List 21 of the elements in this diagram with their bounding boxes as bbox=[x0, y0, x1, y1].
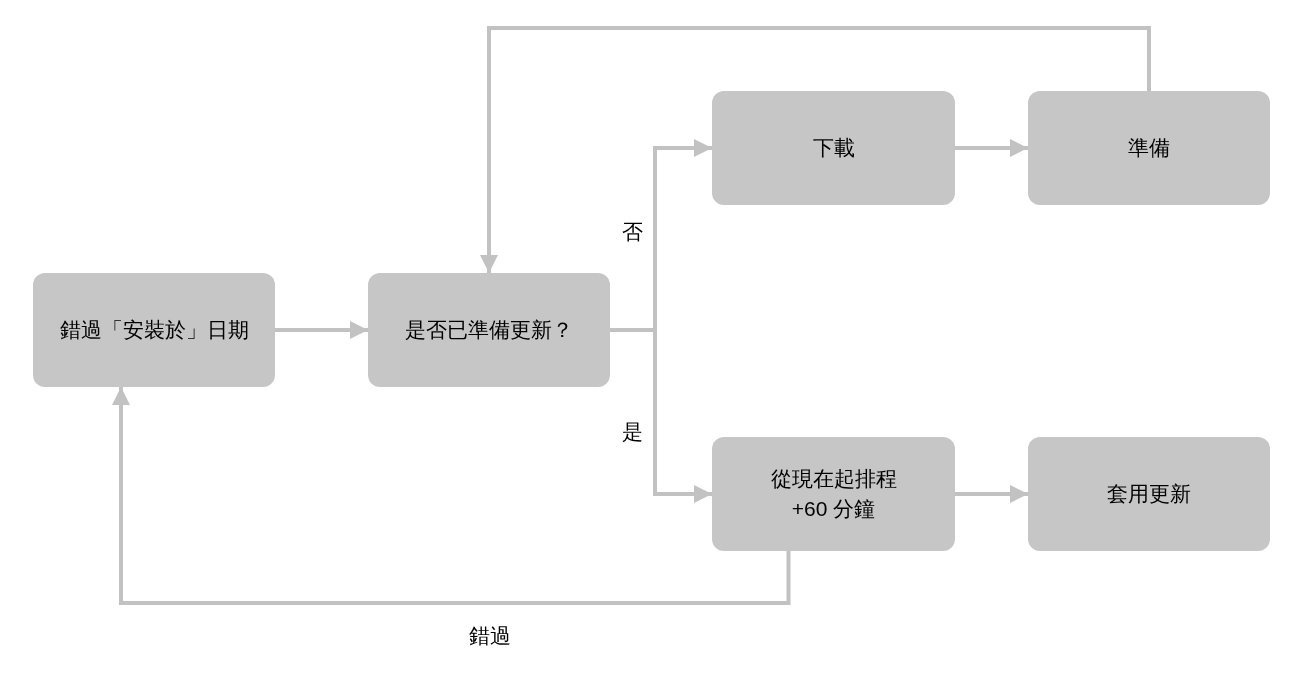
arrow bbox=[610, 328, 712, 503]
arrow bbox=[112, 387, 791, 605]
arrow bbox=[955, 485, 1028, 503]
arrow bbox=[955, 139, 1028, 157]
node-label: 錯過「安裝於」日期 bbox=[59, 317, 249, 343]
edge-label: 錯過 bbox=[469, 623, 511, 649]
process-box bbox=[712, 437, 955, 551]
edge-label: 是 bbox=[621, 419, 643, 445]
node-label: 套用更新 bbox=[1107, 481, 1191, 507]
node-label: 下載 bbox=[812, 135, 855, 161]
process-box bbox=[712, 91, 955, 205]
process-box bbox=[1028, 91, 1270, 205]
arrow bbox=[480, 26, 1151, 273]
edge-label: 否 bbox=[621, 219, 643, 245]
arrow bbox=[275, 321, 368, 339]
process-box bbox=[33, 273, 275, 387]
decision-box bbox=[368, 273, 610, 387]
process-box bbox=[1028, 437, 1270, 551]
node-label: 從現在起排程 +60 分鐘 bbox=[769, 466, 898, 522]
node-label: 是否已準備更新？ bbox=[405, 317, 573, 343]
node-label: 準備 bbox=[1128, 135, 1170, 161]
